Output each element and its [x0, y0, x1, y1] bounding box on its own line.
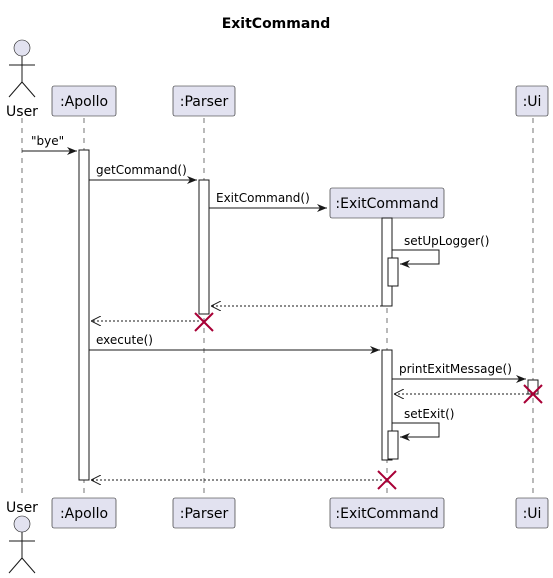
participant-label-ui-top: :Ui — [523, 94, 542, 110]
activation-apollo — [78, 149, 90, 481]
participant-box-parser-bottom — [172, 497, 236, 529]
activation-exitcommand-2 — [381, 349, 393, 461]
message-printexitmessage-label: printExitMessage() — [399, 362, 512, 376]
message-getcommand-label: getCommand() — [96, 163, 187, 177]
activation-parser — [198, 179, 210, 315]
participant-box-exitcommand-bottom — [329, 497, 445, 529]
user-actor-bottom — [8, 515, 36, 574]
message-bye-label: "bye" — [31, 134, 64, 148]
participant-label-parser-top: :Parser — [180, 94, 229, 110]
participant-box-ui-top — [515, 85, 549, 117]
user-label-top: User — [6, 104, 38, 120]
participant-box-apollo-bottom — [51, 497, 117, 529]
activation-exitcommand-nested-1 — [387, 257, 399, 287]
participant-label-apollo-top: :Apollo — [60, 94, 108, 110]
participant-label-apollo-bottom: :Apollo — [60, 506, 108, 522]
participant-box-apollo-top — [51, 85, 117, 117]
user-label-bottom: User — [6, 500, 38, 516]
message-setexit-arrow — [392, 422, 440, 441]
diagram-title: ExitCommand — [222, 16, 331, 32]
message-exitcommand-create-label: ExitCommand() — [216, 191, 310, 205]
message-execute-label: execute() — [96, 333, 153, 347]
parser-destroy-x — [194, 312, 214, 332]
ui-destroy-x — [523, 384, 543, 404]
participant-box-ui-bottom — [515, 497, 549, 529]
activation-exitcommand-nested-2 — [387, 430, 399, 460]
participant-label-parser-bottom: :Parser — [180, 506, 229, 522]
participant-box-parser-top — [172, 85, 236, 117]
participant-label-exitcommand-bottom: :ExitCommand — [335, 506, 438, 522]
exitcommand-destroy-x — [377, 470, 397, 490]
message-setuplogger-label: setUpLogger() — [404, 234, 489, 248]
participant-label-exitcommand-created: :ExitCommand — [335, 196, 438, 212]
message-setexit-label: setExit() — [404, 407, 454, 421]
message-setuplogger-arrow — [392, 249, 440, 268]
participant-label-ui-bottom: :Ui — [523, 506, 542, 522]
user-actor-top — [8, 39, 36, 98]
